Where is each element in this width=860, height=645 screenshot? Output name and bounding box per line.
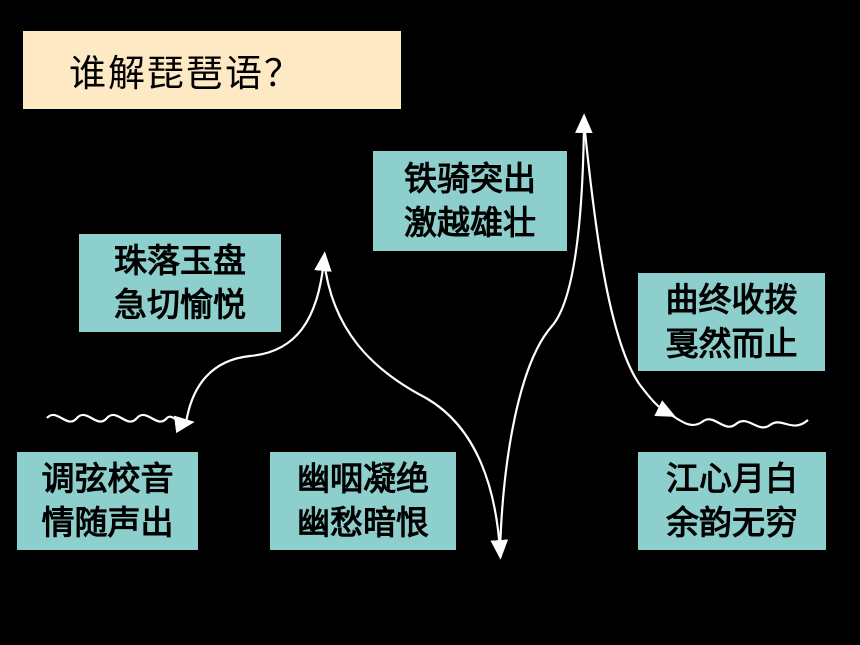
curve-rise-1 xyxy=(184,251,332,424)
curve-wave-intro xyxy=(46,413,195,434)
stage-line: 戛然而止 xyxy=(665,324,798,363)
curve-fall-1 xyxy=(322,259,509,560)
stage-line: 曲终收拨 xyxy=(665,280,798,319)
stage-line: 调弦校音 xyxy=(41,459,174,498)
slide-title: 谁解琵琶语？ xyxy=(69,52,303,95)
curve-wave-ending xyxy=(667,412,809,429)
stage-line: 激越雄壮 xyxy=(404,203,536,242)
stage-line: 珠落玉盘 xyxy=(114,241,246,280)
stage-box-tuning: 调弦校音 情随声出 xyxy=(17,452,198,550)
stage-line: 余韵无穷 xyxy=(666,503,798,542)
stage-box-sorrow: 幽咽凝绝 幽愁暗恨 xyxy=(270,452,456,550)
stage-box-moon: 江心月白 余韵无穷 xyxy=(638,452,826,550)
stage-box-pearls: 珠落玉盘 急切愉悦 xyxy=(79,234,281,332)
stage-line: 急切愉悦 xyxy=(114,285,246,324)
stage-line: 情随声出 xyxy=(41,503,174,542)
stage-line: 江心月白 xyxy=(666,459,798,498)
curve-rise-2 xyxy=(498,113,593,552)
stage-box-ending: 曲终收拨 戛然而止 xyxy=(638,273,825,371)
curve-fall-2 xyxy=(582,121,676,417)
stage-line: 幽愁暗恨 xyxy=(297,503,429,542)
stage-line: 幽咽凝绝 xyxy=(297,459,429,498)
title-box: 谁解琵琶语？ xyxy=(23,31,401,109)
stage-box-cavalry: 铁骑突出 激越雄壮 xyxy=(373,151,567,251)
stage-line: 铁骑突出 xyxy=(404,159,536,198)
